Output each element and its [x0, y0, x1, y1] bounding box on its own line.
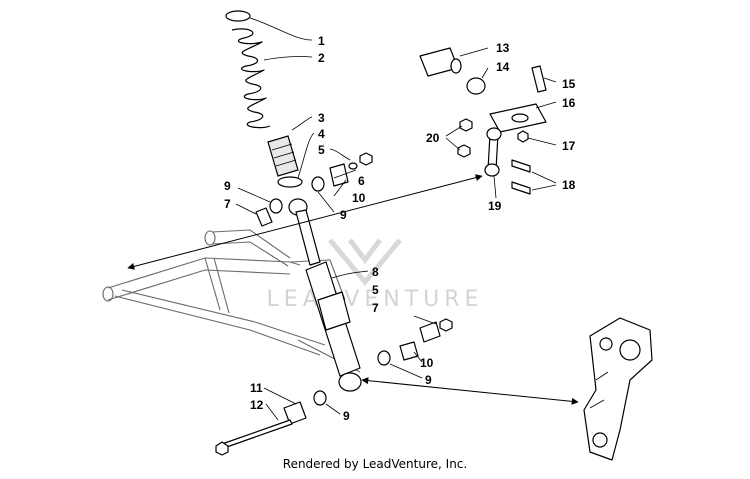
callout-17: 17 [562, 139, 576, 153]
spacer-10b [399, 341, 419, 361]
shock-rod [295, 209, 321, 266]
lower-mount-hardware [215, 318, 453, 456]
bushing-14 [466, 77, 486, 95]
callout-2: 2 [318, 51, 325, 65]
callout-20: 20 [426, 131, 440, 145]
bushing-9c [377, 350, 391, 366]
spacer-10a [329, 163, 349, 187]
callout-8: 8 [372, 265, 379, 279]
bushing-9d [313, 390, 327, 406]
coil-spring [225, 10, 271, 129]
bolt-18a [511, 159, 531, 173]
callout-16: 16 [562, 96, 576, 110]
bolt-18b [511, 181, 531, 195]
nut-20a [459, 118, 473, 132]
bushing-9a [269, 198, 283, 214]
washer-6 [348, 162, 358, 170]
bolt-12-head [215, 441, 229, 456]
credit-text: Rendered by LeadVenture, Inc. [282, 457, 468, 471]
callout-leaders [235, 17, 557, 421]
callout-13: 13 [496, 41, 510, 55]
callout-6: 6 [358, 174, 365, 188]
sleeve-7a [255, 207, 273, 227]
nut-5b [439, 318, 453, 332]
callout-7a: 7 [224, 197, 231, 211]
upper-mount-hardware [255, 152, 373, 227]
nut-17 [517, 130, 529, 143]
callout-18: 18 [562, 178, 576, 192]
washer [277, 176, 303, 188]
sleeve-7b [419, 321, 441, 343]
bushing-9b [311, 176, 325, 192]
watermark-text: LEADVENTURE [267, 287, 484, 312]
callout-5b: 5 [372, 283, 379, 297]
callout-10b: 10 [420, 356, 434, 370]
steering-knuckle [583, 317, 653, 461]
callout-14: 14 [496, 60, 510, 74]
spacer-11 [283, 401, 307, 425]
shock-lower-eye [338, 372, 362, 392]
bolt-12 [221, 419, 293, 449]
callout-9a: 9 [224, 179, 231, 193]
callout-9c: 9 [425, 373, 432, 387]
assembly-arrows [127, 174, 579, 405]
callout-15: 15 [562, 77, 576, 91]
bump-stop [267, 135, 303, 188]
nut-5a [359, 152, 373, 166]
callout-12: 12 [250, 398, 264, 412]
shock-reservoir-band [317, 291, 351, 331]
callout-7b: 7 [372, 301, 379, 315]
callout-11: 11 [250, 381, 263, 395]
bolt-15 [531, 65, 547, 93]
callout-5a: 5 [318, 143, 325, 157]
callout-9d: 9 [343, 409, 350, 423]
callout-19: 19 [488, 199, 502, 213]
sway-bar-linkage [419, 47, 547, 195]
callout-4: 4 [318, 127, 325, 141]
callout-1: 1 [318, 34, 325, 48]
callout-9b: 9 [340, 208, 347, 222]
callout-10a: 10 [352, 191, 366, 205]
callout-labels: 1 2 3 4 5 6 9 7 10 9 13 14 15 16 17 20 1… [224, 34, 576, 423]
spring-retainer-top [225, 10, 251, 22]
callout-3: 3 [318, 111, 325, 125]
nut-20b [457, 144, 471, 158]
